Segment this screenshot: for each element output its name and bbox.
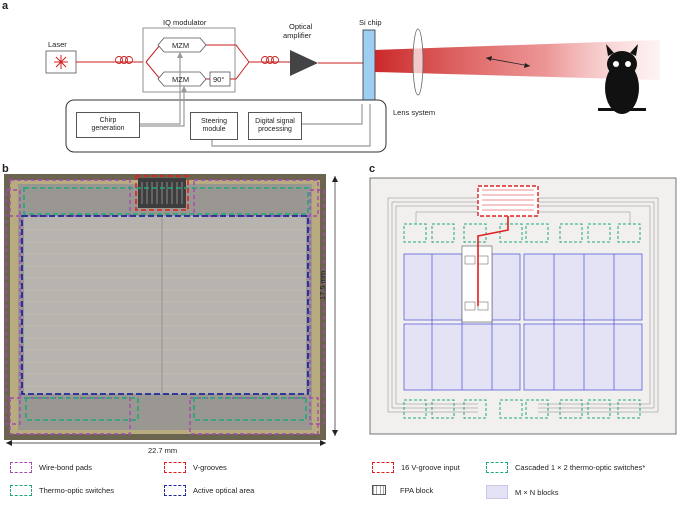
legend-label: FPA block — [400, 485, 434, 495]
steering-label-2: module — [202, 126, 226, 133]
legend-active-optical-area: Active optical area — [164, 485, 254, 496]
chip-schematic — [369, 177, 677, 435]
optical-amplifier-label-2: amplifier — [283, 31, 312, 40]
legend-swatch — [164, 462, 186, 473]
lidar-beam — [375, 40, 660, 80]
dsp-label-1: Digital signal — [255, 118, 295, 125]
legend-swatch — [372, 462, 394, 473]
legend-wire-bond-pads: Wire-bond pads — [10, 462, 92, 473]
lens-system-label: Lens system — [393, 108, 436, 117]
mzm-top-label: MZM — [172, 41, 190, 50]
legend-label: Cascaded 1 × 2 thermo-optic switches* — [515, 463, 646, 472]
steering-module-box: Steering module — [190, 112, 238, 140]
panel-a-letter: a — [2, 0, 9, 12]
owl-icon — [598, 44, 646, 114]
legend-v-groove-input: 16 V-groove input — [372, 462, 460, 473]
lens — [412, 28, 424, 96]
legend-mn-blocks: M × N blocks — [486, 485, 559, 499]
panel-c-letter: c — [369, 163, 376, 175]
legend-label: M × N blocks — [515, 487, 559, 497]
legend-swatch — [164, 485, 186, 496]
panel-a-diagram — [45, 27, 660, 153]
legend-label: Thermo-optic switches — [39, 486, 115, 495]
laser-label: Laser — [48, 40, 67, 49]
legend-swatch — [10, 462, 32, 473]
legend-swatch-grid-icon — [372, 485, 386, 495]
iq-modulator-label: IQ modulator — [163, 18, 207, 27]
dsp-box: Digital signal processing — [248, 112, 302, 140]
legend-label: Wire-bond pads — [39, 463, 92, 472]
optical-amplifier-triangle — [290, 50, 318, 76]
phase-shifter-box — [209, 71, 231, 87]
legend-fpa-block: FPA block — [372, 485, 433, 495]
legend-label: Active optical area — [193, 486, 255, 495]
si-chip — [362, 29, 376, 105]
steering-label-1: Steering — [200, 118, 228, 125]
legend-swatch — [486, 462, 508, 473]
fiber-coil-icon-2 — [261, 56, 279, 64]
laser-star-icon — [54, 55, 68, 69]
fiber-coil-icon — [115, 56, 133, 64]
height-dimension-label: 17.5 mm — [318, 270, 327, 300]
mzm-bottom-box — [157, 71, 207, 87]
legend-label: V-grooves — [193, 463, 227, 472]
chirp-label-1: Chirp — [99, 117, 117, 124]
mzm-bottom-label: MZM — [172, 75, 190, 84]
legend-cascaded-switches: Cascaded 1 × 2 thermo-optic switches* — [486, 462, 645, 473]
legend-swatch — [10, 485, 32, 496]
chirp-label-2: generation — [91, 125, 125, 132]
optical-amplifier-label-1: Optical — [289, 22, 313, 31]
legend-swatch — [486, 485, 508, 499]
legend-thermo-optic-switches: Thermo-optic switches — [10, 485, 114, 496]
dsp-label-2: processing — [258, 126, 292, 133]
chirp-generation-box: Chirp generation — [76, 112, 140, 138]
legend-v-grooves: V-grooves — [164, 462, 227, 473]
mzm-top-box — [157, 37, 207, 53]
width-dimension-label: 22.7 mm — [148, 446, 178, 455]
panel-b-letter: b — [2, 163, 9, 175]
phase-label: 90° — [213, 75, 225, 84]
legend-label: 16 V-groove input — [401, 463, 460, 472]
chip-photo — [4, 174, 338, 446]
si-chip-label: Si chip — [359, 18, 382, 27]
